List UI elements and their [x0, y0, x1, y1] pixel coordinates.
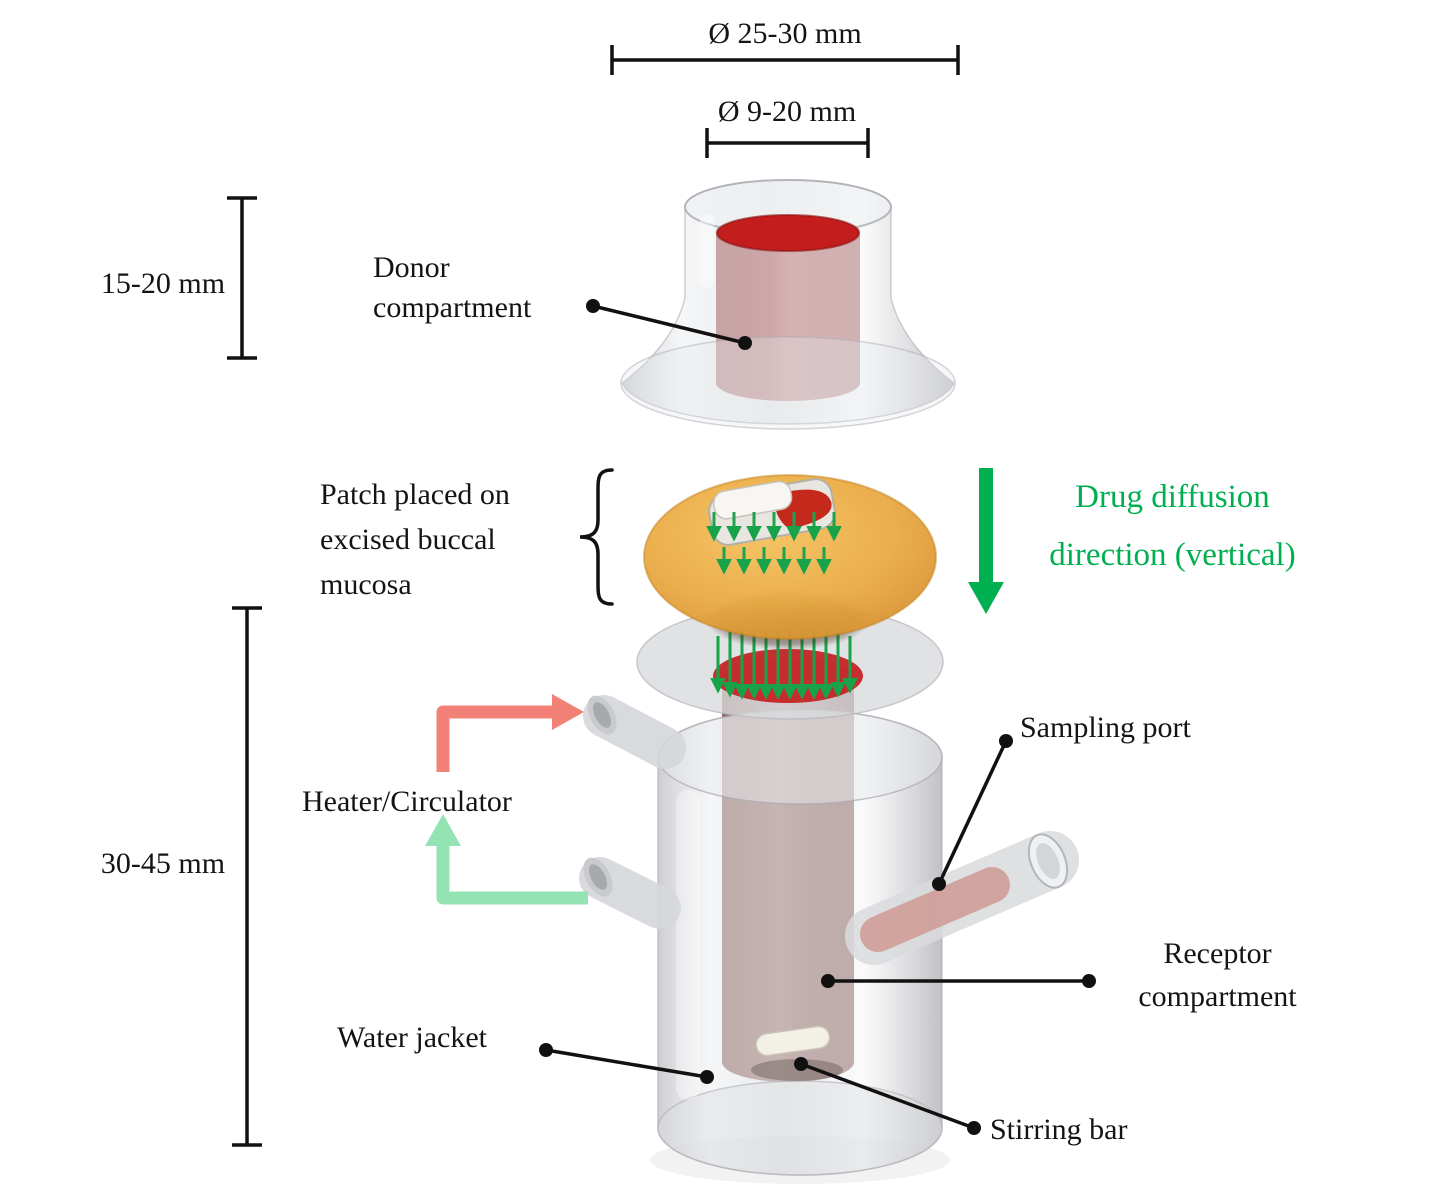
membrane-opening — [713, 649, 863, 703]
diffusion-label-line2: direction (vertical) — [1049, 537, 1296, 573]
water-jacket-label: Water jacket — [337, 1021, 487, 1054]
dimension-outer-diameter: Ø 25-30 mm — [708, 17, 862, 50]
dimension-bars — [227, 45, 960, 1147]
heater-port-lower — [579, 857, 681, 929]
water-jacket-bottom-rim — [657, 1080, 943, 1176]
donor-compartment-graphic — [620, 179, 956, 430]
stirring-bar-label: Stirring bar — [990, 1113, 1128, 1146]
donor-liquid-surface — [717, 215, 859, 251]
patch-label-line2: excised buccal — [320, 523, 496, 556]
stirring-bar-graphic — [755, 1025, 831, 1057]
donor-label-line1: Donor — [373, 251, 450, 284]
patch-label-line3: mucosa — [320, 568, 412, 601]
diffusion-arrows-patch — [706, 512, 842, 575]
dimension-receptor-height: 30-45 mm — [100, 847, 226, 880]
drug-diffusion-label: Drug diffusion direction (vertical) — [1000, 468, 1345, 584]
donor-compartment-label: Donor compartment — [373, 248, 531, 328]
sampling-port-label: Sampling port — [1020, 711, 1191, 744]
receptor-compartment-label: Receptor compartment — [1100, 932, 1335, 1018]
diffusion-direction-arrow — [968, 468, 1004, 614]
heater-out-arrow — [436, 694, 584, 772]
water-jacket-top-rim — [657, 709, 943, 805]
heater-return-arrow — [425, 814, 588, 905]
heater-circulator-label: Heater/Circulator — [302, 785, 512, 818]
sampling-port-arm — [845, 831, 1079, 965]
jacket-highlight — [676, 790, 700, 1100]
donor-label-line2: compartment — [373, 291, 532, 324]
patch-label: Patch placed on excised buccal mucosa — [320, 472, 510, 607]
heater-port-upper — [583, 695, 686, 769]
patch-label-line1: Patch placed on — [320, 478, 510, 511]
stirring-bar-shadow — [751, 1059, 843, 1081]
leader-lines — [539, 299, 1096, 1135]
diffusion-label-line1: Drug diffusion — [1075, 479, 1270, 515]
receptor-label-line2: compartment — [1138, 980, 1297, 1013]
receptor-assembly-graphic — [579, 658, 1079, 1184]
patch-label-brace — [579, 468, 614, 606]
dimension-donor-height: 15-20 mm — [100, 267, 226, 300]
receptor-label-line1: Receptor — [1163, 937, 1272, 970]
dimension-orifice-diameter: Ø 9-20 mm — [717, 95, 857, 128]
mucosa-disc-graphic — [643, 474, 937, 640]
